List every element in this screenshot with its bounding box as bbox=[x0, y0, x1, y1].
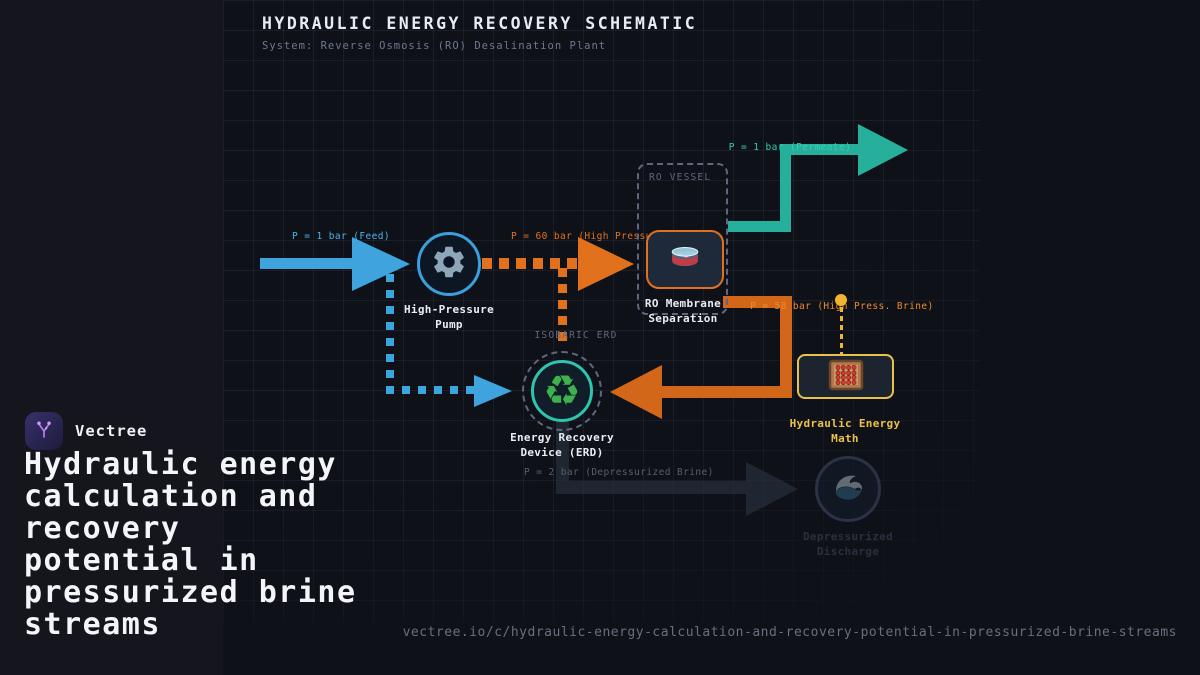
schematic-title: HYDRAULIC ENERGY RECOVERY SCHEMATIC bbox=[262, 14, 698, 33]
ro-membrane-node bbox=[646, 230, 724, 289]
discharge-pipe-horizontal bbox=[556, 481, 746, 494]
permeate-pipe-3 bbox=[780, 144, 860, 155]
vectree-logo bbox=[25, 412, 63, 450]
discharge-label: Depressurized Discharge bbox=[803, 530, 893, 558]
bypass-pipe-vertical bbox=[386, 274, 394, 382]
brand-name: Vectree bbox=[75, 422, 148, 440]
high-pressure-label: P = 60 bar (High Pressure) bbox=[511, 231, 671, 242]
permeate-pipe-2 bbox=[780, 144, 791, 232]
pump-label: High-Pressure Pump bbox=[404, 303, 494, 331]
annotation-leader-line bbox=[840, 307, 843, 354]
high-pressure-arrowhead bbox=[578, 237, 634, 291]
energy-math-node bbox=[797, 354, 894, 399]
ro-vessel-label: RO VESSEL bbox=[649, 172, 712, 183]
left-background-strip bbox=[0, 0, 223, 675]
recycle-icon: ♻ bbox=[543, 366, 581, 415]
ro-membrane-label: RO Membrane Separation bbox=[644, 297, 722, 325]
permeate-arrowhead bbox=[858, 124, 908, 176]
discharge-node bbox=[815, 456, 881, 522]
brine-pipe-2 bbox=[780, 296, 792, 398]
bypass-arrowhead bbox=[474, 375, 512, 407]
discharge-pipe-vertical bbox=[556, 422, 569, 490]
depressurized-pressure-label: P = 2 bar (Depressurized Brine) bbox=[524, 467, 714, 478]
erd-label: Energy Recovery Device (ERD) bbox=[510, 431, 614, 459]
annotation-anchor-dot bbox=[835, 294, 847, 306]
high-pressure-pump-node bbox=[417, 232, 481, 296]
gear-icon bbox=[430, 243, 468, 285]
high-pressure-pipe bbox=[482, 258, 578, 269]
permeate-label: P = 1 bar (Permeate) bbox=[728, 142, 852, 153]
brine-pipe-1 bbox=[723, 296, 792, 308]
discharge-arrowhead bbox=[746, 462, 798, 516]
feed-arrowhead bbox=[352, 237, 410, 291]
erd-boundary bbox=[522, 351, 602, 431]
bypass-pipe-horizontal bbox=[386, 386, 474, 394]
brine-arrowhead bbox=[610, 365, 662, 419]
page-headline: Hydraulic energy calculation and recover… bbox=[24, 447, 357, 642]
schematic-subtitle: System: Reverse Osmosis (RO) Desalinatio… bbox=[262, 40, 607, 52]
ro-vessel-boundary bbox=[637, 163, 728, 315]
erd-feed-pipe-vertical bbox=[558, 268, 567, 342]
wave-icon bbox=[828, 467, 868, 511]
feed-pressure-label: P = 1 bar (Feed) bbox=[292, 231, 390, 242]
erd-node: ♻ bbox=[531, 360, 593, 422]
page-url: vectree.io/c/hydraulic-energy-calculatio… bbox=[402, 625, 1177, 640]
brine-pressure-label: P = 58 bar (High Press. Brine) bbox=[750, 301, 934, 312]
abacus-icon bbox=[828, 359, 864, 395]
vectree-tree-icon bbox=[31, 416, 57, 446]
isobaric-erd-label: ISOBARIC ERD bbox=[534, 330, 618, 341]
petri-dish-icon bbox=[666, 242, 704, 277]
permeate-pipe-1 bbox=[728, 221, 790, 232]
energy-math-label: Hydraulic Energy Math bbox=[789, 417, 901, 445]
brine-pipe-3 bbox=[662, 386, 792, 398]
feed-pipe bbox=[260, 258, 352, 269]
